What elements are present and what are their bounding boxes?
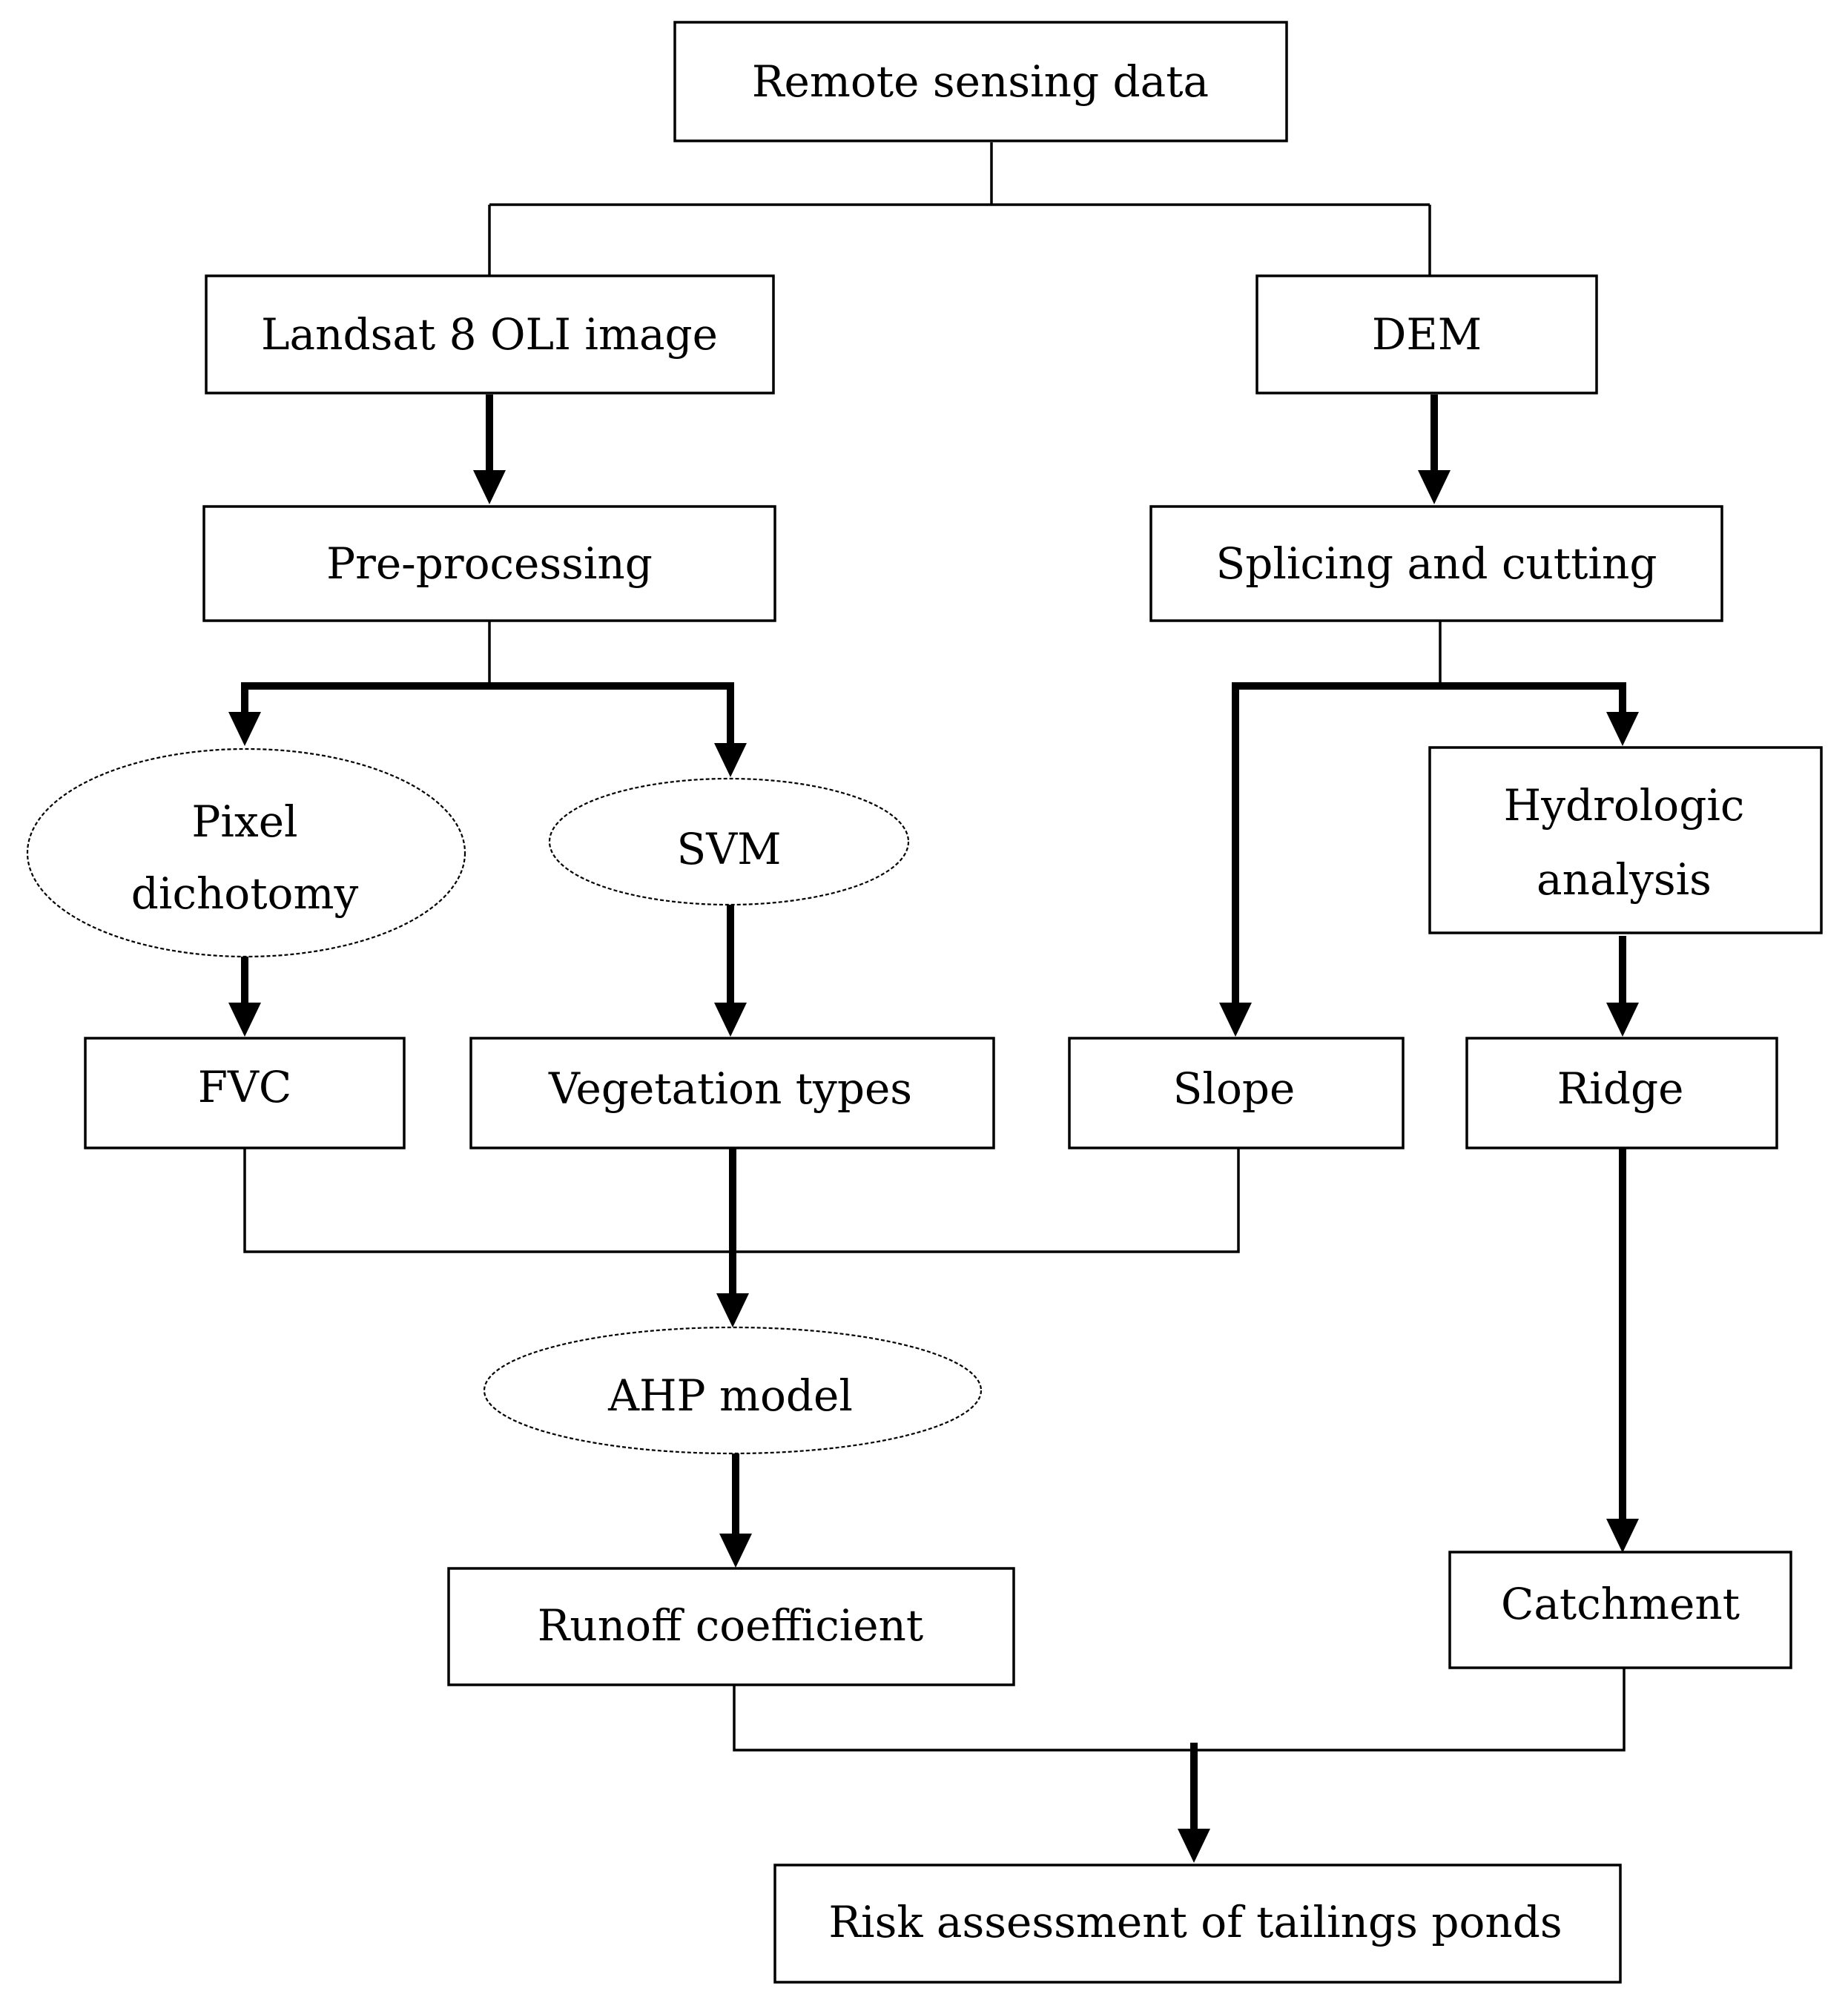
arrowhead <box>714 1003 747 1037</box>
node-label: Catchment <box>1501 1579 1740 1629</box>
node-label: Landsat 8 OLI image <box>261 309 718 360</box>
node-label: Ridge <box>1557 1063 1684 1114</box>
node-label: Splicing and cutting <box>1216 538 1657 589</box>
line-runoff-catchment-merge <box>733 1668 1626 1752</box>
node-risk-assessment: Risk assessment of tailings ponds <box>773 1864 1622 1984</box>
node-splicing-and-cutting: Splicing and cutting <box>1149 505 1723 622</box>
node-label: Risk assessment of tailings ponds <box>828 1897 1562 1947</box>
arrowhead <box>228 712 261 746</box>
node-label: Vegetation types <box>548 1063 912 1114</box>
arrow-preprocessing-branches <box>241 682 734 745</box>
node-slope: Slope <box>1068 1037 1405 1149</box>
node-fvc: FVC <box>84 1037 406 1149</box>
node-ahp-model: AHP model <box>483 1326 983 1455</box>
node-landsat-image: Landsat 8 OLI image <box>205 274 775 395</box>
node-ridge: Ridge <box>1465 1037 1778 1149</box>
node-label-line-1: Pixel <box>191 796 297 847</box>
line-remote-to-split <box>488 142 1431 276</box>
node-label-line-1: Hydrologic <box>1504 780 1745 831</box>
arrowhead <box>1606 712 1639 746</box>
node-label: Pre-processing <box>326 538 653 589</box>
node-label: FVC <box>198 1062 292 1112</box>
arrows <box>228 395 1639 1863</box>
node-label-line-2: analysis <box>1537 854 1712 905</box>
arrowhead <box>228 1003 261 1037</box>
arrowhead <box>1219 1003 1252 1037</box>
node-vegetation-types: Vegetation types <box>469 1037 995 1149</box>
arrowhead <box>1418 470 1451 504</box>
arrowhead <box>719 1534 752 1568</box>
node-label-line-2: dichotomy <box>131 868 359 919</box>
node-hydrologic-analysis: Hydrologic analysis <box>1428 746 1823 934</box>
node-remote-sensing-data: Remote sensing data <box>673 21 1288 142</box>
arrowhead <box>716 1293 749 1327</box>
node-dem: DEM <box>1255 274 1598 395</box>
arrow-splicing-branches <box>1232 682 1626 1004</box>
node-label: DEM <box>1372 309 1482 360</box>
node-label: SVM <box>676 824 781 874</box>
node-label: AHP model <box>607 1370 853 1421</box>
node-pixel-dichotomy: Pixel dichotomy <box>26 747 466 958</box>
line-fvc-slope-merge <box>243 1148 1240 1253</box>
arrowhead <box>473 470 506 504</box>
arrowhead <box>1178 1829 1210 1863</box>
node-label: Runoff coefficient <box>538 1600 923 1651</box>
arrowhead <box>714 743 747 777</box>
node-svm: SVM <box>548 777 910 906</box>
arrowhead <box>1606 1519 1639 1553</box>
node-pre-processing: Pre-processing <box>202 505 776 622</box>
node-label: Remote sensing data <box>752 56 1209 107</box>
node-runoff-coefficient: Runoff coefficient <box>447 1567 1015 1686</box>
connector-lines <box>243 142 1626 1752</box>
node-catchment: Catchment <box>1448 1551 1792 1669</box>
arrowhead <box>1606 1003 1639 1037</box>
node-label: Slope <box>1173 1063 1296 1114</box>
